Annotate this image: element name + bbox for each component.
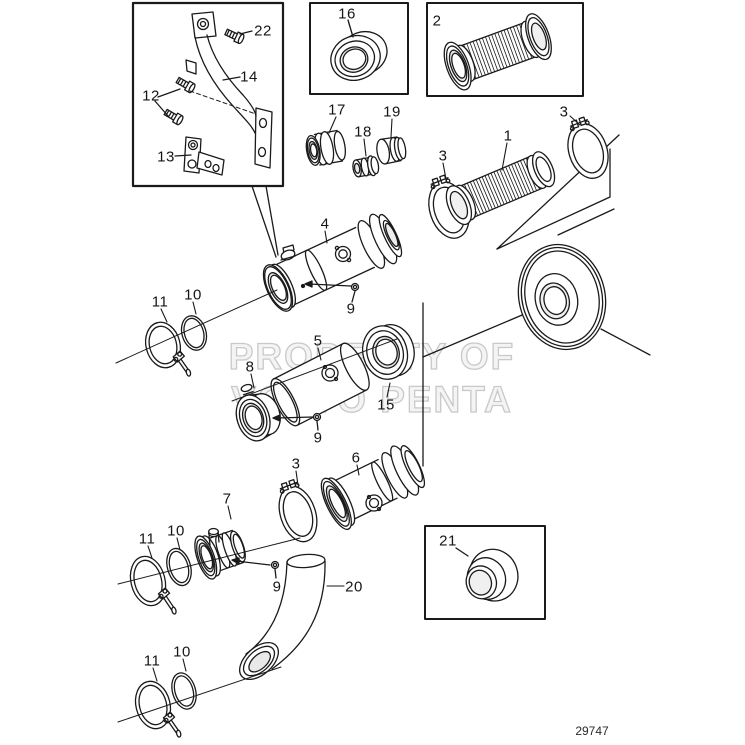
- engine-panel-lines: [422, 134, 651, 467]
- inset-box-bracket: [131, 1, 285, 258]
- plug-19: [376, 136, 407, 165]
- callout-11-upper: 11: [151, 293, 169, 311]
- callout-12: 12: [142, 87, 160, 105]
- callout-leaders: [147, 19, 581, 682]
- tube-4: [262, 213, 403, 312]
- flange-ring-8: [235, 383, 281, 442]
- sleeve-21: [465, 548, 519, 602]
- callout-9c: 9: [272, 578, 282, 596]
- callout-20: 20: [345, 578, 363, 596]
- inset-box-2: [426, 2, 584, 97]
- axis-lines: [115, 289, 398, 723]
- callout-18: 18: [354, 123, 372, 141]
- callout-13: 13: [157, 148, 175, 166]
- bolt-12b: [163, 108, 184, 126]
- sleeve-5: [270, 342, 370, 427]
- ring-16: [330, 30, 388, 81]
- callout-3-left: 3: [438, 147, 448, 165]
- callout-11-bottom: 11: [143, 652, 161, 670]
- callout-7: 7: [222, 490, 232, 508]
- elbow-20: [239, 553, 326, 681]
- callout-3-lower: 3: [291, 455, 301, 473]
- bolt-12a: [175, 76, 196, 94]
- bracket-13: [183, 136, 225, 176]
- bellows-2: [443, 13, 552, 91]
- clamp-11-upper: [144, 321, 192, 377]
- callout-11-mid: 11: [138, 530, 156, 548]
- fitting-18: [352, 155, 380, 178]
- callout-3-right: 3: [559, 103, 569, 121]
- tube-6-sensor-boss: [365, 494, 383, 512]
- callout-9b: 9: [313, 429, 323, 447]
- plug-9a: [300, 280, 360, 303]
- clamp-3-right: [567, 116, 609, 179]
- clamp-3-lower: [278, 479, 318, 543]
- drawing-number: 29747: [575, 724, 609, 738]
- tube-4-saddle-clip: [280, 244, 296, 261]
- callout-10-upper: 10: [184, 286, 202, 304]
- callout-10-bottom: 10: [173, 643, 191, 661]
- callout-10-mid: 10: [167, 522, 185, 540]
- callout-17: 17: [328, 101, 346, 119]
- callout-21: 21: [439, 532, 457, 550]
- callout-14: 14: [240, 68, 258, 86]
- ring-10-bottom: [171, 672, 197, 710]
- callout-1: 1: [503, 127, 513, 145]
- tube-6: [320, 445, 426, 531]
- bracket-14: [185, 11, 273, 169]
- bolt-22: [224, 28, 245, 45]
- inset-box-21: [424, 525, 546, 620]
- tube-4-sensor-boss: [334, 245, 352, 263]
- callout-19: 19: [383, 103, 401, 121]
- callout-2: 2: [432, 12, 442, 30]
- plug-9b: [272, 412, 322, 431]
- callout-4: 4: [320, 215, 330, 233]
- clamp-11-middle: [129, 555, 177, 615]
- callout-8: 8: [245, 358, 255, 376]
- ring-10-middle: [166, 547, 192, 587]
- inset-box-16: [309, 2, 409, 95]
- clamp-11-bottom: [134, 680, 182, 738]
- fitting-17: [305, 129, 346, 166]
- sleeve-5-boss: [321, 364, 339, 382]
- callout-6: 6: [351, 449, 361, 467]
- callout-16: 16: [338, 5, 356, 23]
- callout-9a: 9: [346, 300, 356, 318]
- callout-5: 5: [313, 332, 323, 350]
- sleeve-7-boss: [208, 527, 220, 546]
- callout-15: 15: [377, 396, 395, 414]
- plug-9c: [231, 557, 280, 579]
- turbo-disc: [517, 243, 607, 351]
- callout-22: 22: [254, 22, 272, 40]
- bellows-1: [445, 151, 556, 226]
